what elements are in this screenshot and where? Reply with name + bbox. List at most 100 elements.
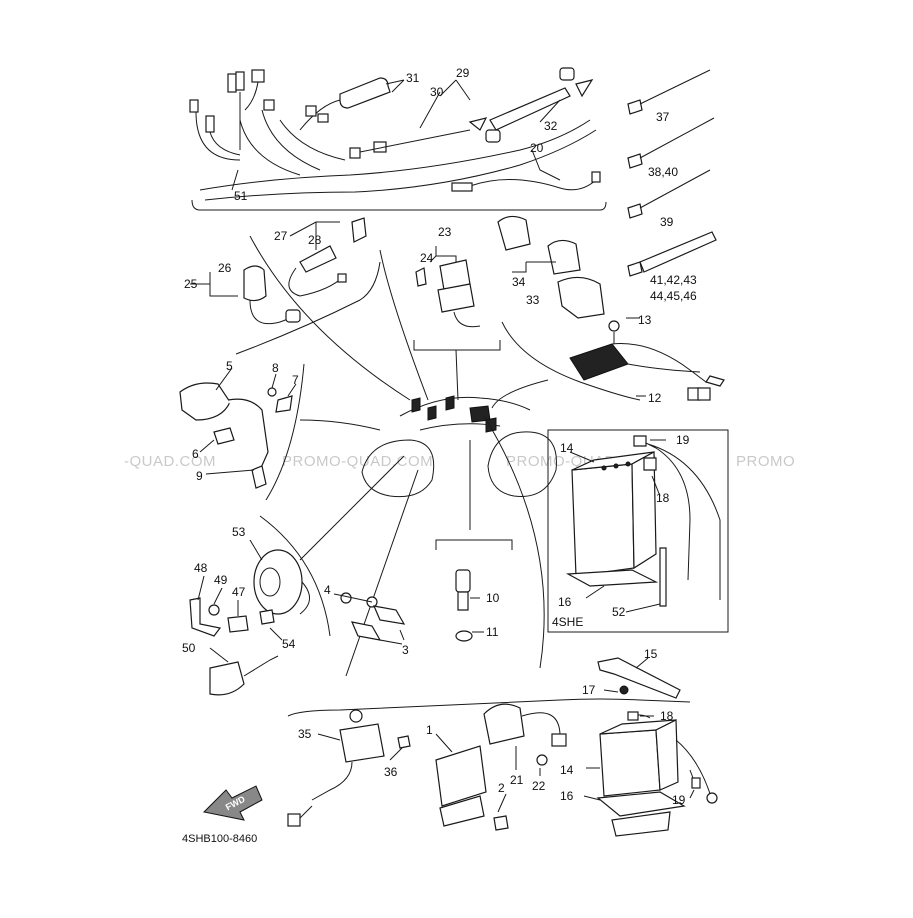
horn-53-inner xyxy=(259,567,281,597)
battery-cable-19a xyxy=(633,435,647,447)
battery-cable-18a xyxy=(643,457,657,471)
switch-28 xyxy=(299,245,337,273)
bolt-6 xyxy=(213,427,235,445)
plug-27 xyxy=(351,217,367,243)
bolt-13 xyxy=(608,320,620,332)
callout-11: 11 xyxy=(486,625,499,639)
callout-6: 6 xyxy=(192,447,199,461)
frame-mark-a xyxy=(411,397,421,413)
coil-35 xyxy=(339,723,385,763)
callout-30: 30 xyxy=(430,85,444,99)
callout-48: 48 xyxy=(194,561,208,575)
relay-21-lead xyxy=(521,712,561,737)
cap-32b xyxy=(575,79,594,98)
inset-label: 4SHE xyxy=(552,615,583,629)
callout-14-inset: 14 xyxy=(560,441,574,455)
plug-cap-9-lead xyxy=(227,398,269,471)
callout-4: 4 xyxy=(324,583,331,597)
frame-connect-lines xyxy=(249,235,549,431)
bolt-47 xyxy=(227,615,249,633)
battery-cable-19b-end xyxy=(706,792,718,804)
thermo-10 xyxy=(455,569,471,593)
watermark-1: -QUAD.COM xyxy=(124,453,216,470)
thermo-bracket xyxy=(435,539,513,550)
callout-2: 2 xyxy=(498,781,505,795)
connector-51b xyxy=(205,115,215,133)
nut-54 xyxy=(259,609,275,625)
relay-21-connector xyxy=(551,733,567,747)
callout-17: 17 xyxy=(582,683,596,697)
ignition-coil-5 xyxy=(179,382,231,421)
battery-pad-16b xyxy=(596,791,686,817)
cover-34b xyxy=(547,239,581,275)
connector-51d xyxy=(235,71,245,91)
coil-35-lead xyxy=(311,761,353,801)
coil-leaders xyxy=(317,733,403,761)
sensor-group xyxy=(333,592,406,645)
battery-tray-16b xyxy=(611,811,671,837)
switch-26-cable xyxy=(249,299,297,325)
callout-12: 12 xyxy=(648,391,662,405)
cdi-leaders xyxy=(435,733,507,813)
wire-31 xyxy=(299,99,341,131)
horn-53-back xyxy=(299,581,310,615)
switch-26-body xyxy=(243,265,267,302)
callout-15: 15 xyxy=(644,647,658,661)
bolt-7 xyxy=(275,395,293,413)
rectifier-lead xyxy=(705,375,725,387)
callout-7: 7 xyxy=(292,373,299,387)
connector-51a xyxy=(189,99,199,113)
relay-bracket xyxy=(413,340,501,351)
battery-14b-side xyxy=(655,719,679,791)
battery-leaders xyxy=(583,657,695,801)
battery-inset xyxy=(547,429,729,633)
cable-tie-39 xyxy=(639,169,711,209)
lead-20-terminal xyxy=(451,182,473,192)
ignition-bracket xyxy=(265,363,305,501)
callout-50: 50 xyxy=(182,641,196,655)
washer-8 xyxy=(267,387,277,397)
wire-harness-group xyxy=(189,67,607,211)
callout-32: 32 xyxy=(544,119,558,133)
tube-52 xyxy=(659,547,667,607)
rectifier-group xyxy=(501,317,725,401)
frame-right-wheel xyxy=(487,431,557,497)
battery-cable-18b xyxy=(627,711,639,721)
cable-tie-38 xyxy=(639,117,715,159)
callout-25: 25 xyxy=(184,277,198,291)
rectifier-bracket xyxy=(501,321,641,401)
callout-28: 28 xyxy=(308,233,322,247)
cdi-unit-1-base xyxy=(439,795,485,827)
callout-16: 16 xyxy=(560,789,574,803)
thermo-10-thread xyxy=(457,591,469,611)
cable-tie-37-head xyxy=(627,99,643,115)
bottom-group xyxy=(287,657,718,837)
unit-50-lead xyxy=(243,655,279,677)
callout-36: 36 xyxy=(384,765,398,779)
frame-mark-c xyxy=(445,395,455,411)
cover-33 xyxy=(557,276,605,319)
callout-23: 23 xyxy=(438,225,452,239)
bottom-bracket xyxy=(287,698,691,717)
relay-wire xyxy=(453,311,481,328)
thermo-leaders xyxy=(470,597,484,633)
callout-19-inset: 19 xyxy=(676,433,690,447)
battery-terminal-2 xyxy=(613,463,619,469)
callout-8: 8 xyxy=(272,361,279,375)
gasket-11 xyxy=(455,630,473,642)
callout-47: 47 xyxy=(232,585,246,599)
cap-32c xyxy=(485,129,501,143)
cable-tie-41 xyxy=(639,231,717,273)
bolt-22 xyxy=(536,754,548,766)
harness-branch-2 xyxy=(261,109,321,171)
switch-3b xyxy=(350,621,382,641)
cover-leaders xyxy=(512,261,556,273)
band-15 xyxy=(597,657,681,699)
unit-50-leader xyxy=(209,647,229,663)
callout-31: 31 xyxy=(406,71,420,85)
callout-24: 24 xyxy=(420,251,434,265)
callout-22: 22 xyxy=(532,779,546,793)
callout-10: 10 xyxy=(486,591,500,605)
washer-49 xyxy=(208,604,220,616)
